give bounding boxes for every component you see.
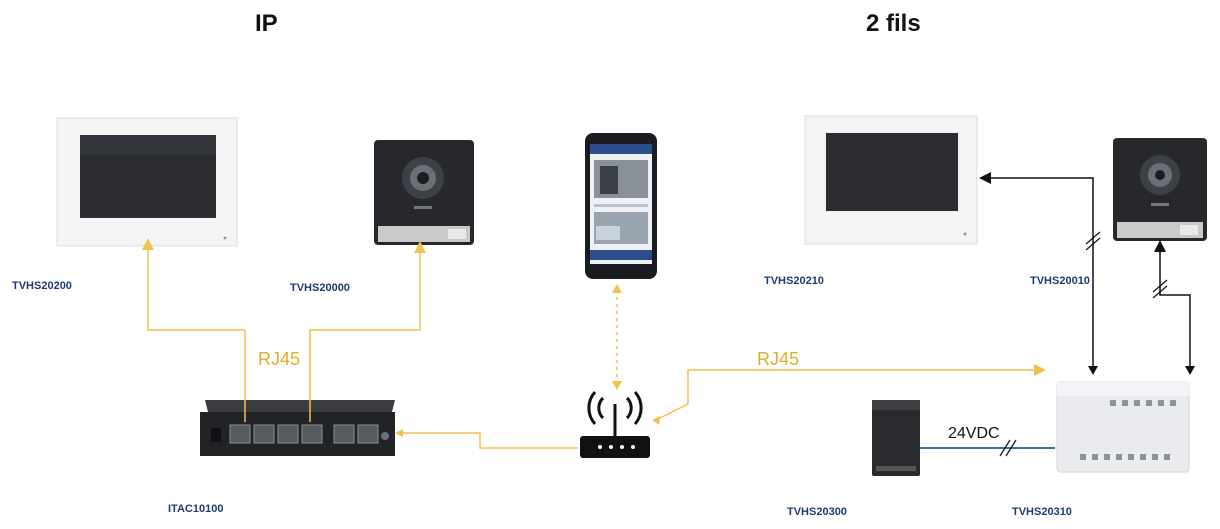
bus-wires <box>979 172 1191 368</box>
two-wire-slash-marks <box>1085 231 1168 299</box>
two-wire-heading: 2 fils <box>866 10 921 37</box>
power-slash-marks <box>999 439 1017 457</box>
router-body <box>580 436 650 458</box>
bus-arrow-distributor-left <box>1088 366 1098 375</box>
wifi-link-arrow-up <box>612 284 622 293</box>
bus-arrow-distributor-right <box>1185 366 1195 375</box>
power-voltage-label: 24VDC <box>948 425 1000 442</box>
two-wire-monitor-device <box>804 115 978 245</box>
power-supply-device <box>872 400 920 476</box>
two-wire-door-station-label: TVHS20010 <box>1030 275 1090 287</box>
power-supply-label: TVHS20300 <box>787 506 847 518</box>
ip-monitor-label: TVHS20200 <box>12 280 72 292</box>
wifi-link-arrow-down <box>612 381 622 390</box>
ethernet-wire-arrowheads <box>395 416 660 437</box>
ethernet-switch-device <box>200 400 395 456</box>
ip-door-station-label: TVHS20000 <box>290 282 350 294</box>
ip-door-station-device <box>374 140 474 245</box>
two-wire-monitor-label: TVHS20210 <box>764 275 824 287</box>
ethernet-wires <box>142 238 1046 449</box>
distributor-label: TVHS20310 <box>1012 506 1072 518</box>
ip-heading: IP <box>255 10 278 37</box>
switch-label: ITAC10100 <box>168 503 224 515</box>
two-wire-door-station-device <box>1113 138 1207 241</box>
smartphone-icon <box>585 133 657 279</box>
wifi-router-icon <box>587 391 643 438</box>
ip-monitor-device <box>56 117 238 247</box>
rj45-label-left: RJ45 <box>258 349 301 369</box>
distributor-device <box>1056 381 1190 473</box>
rj45-label-right: RJ45 <box>757 349 800 369</box>
